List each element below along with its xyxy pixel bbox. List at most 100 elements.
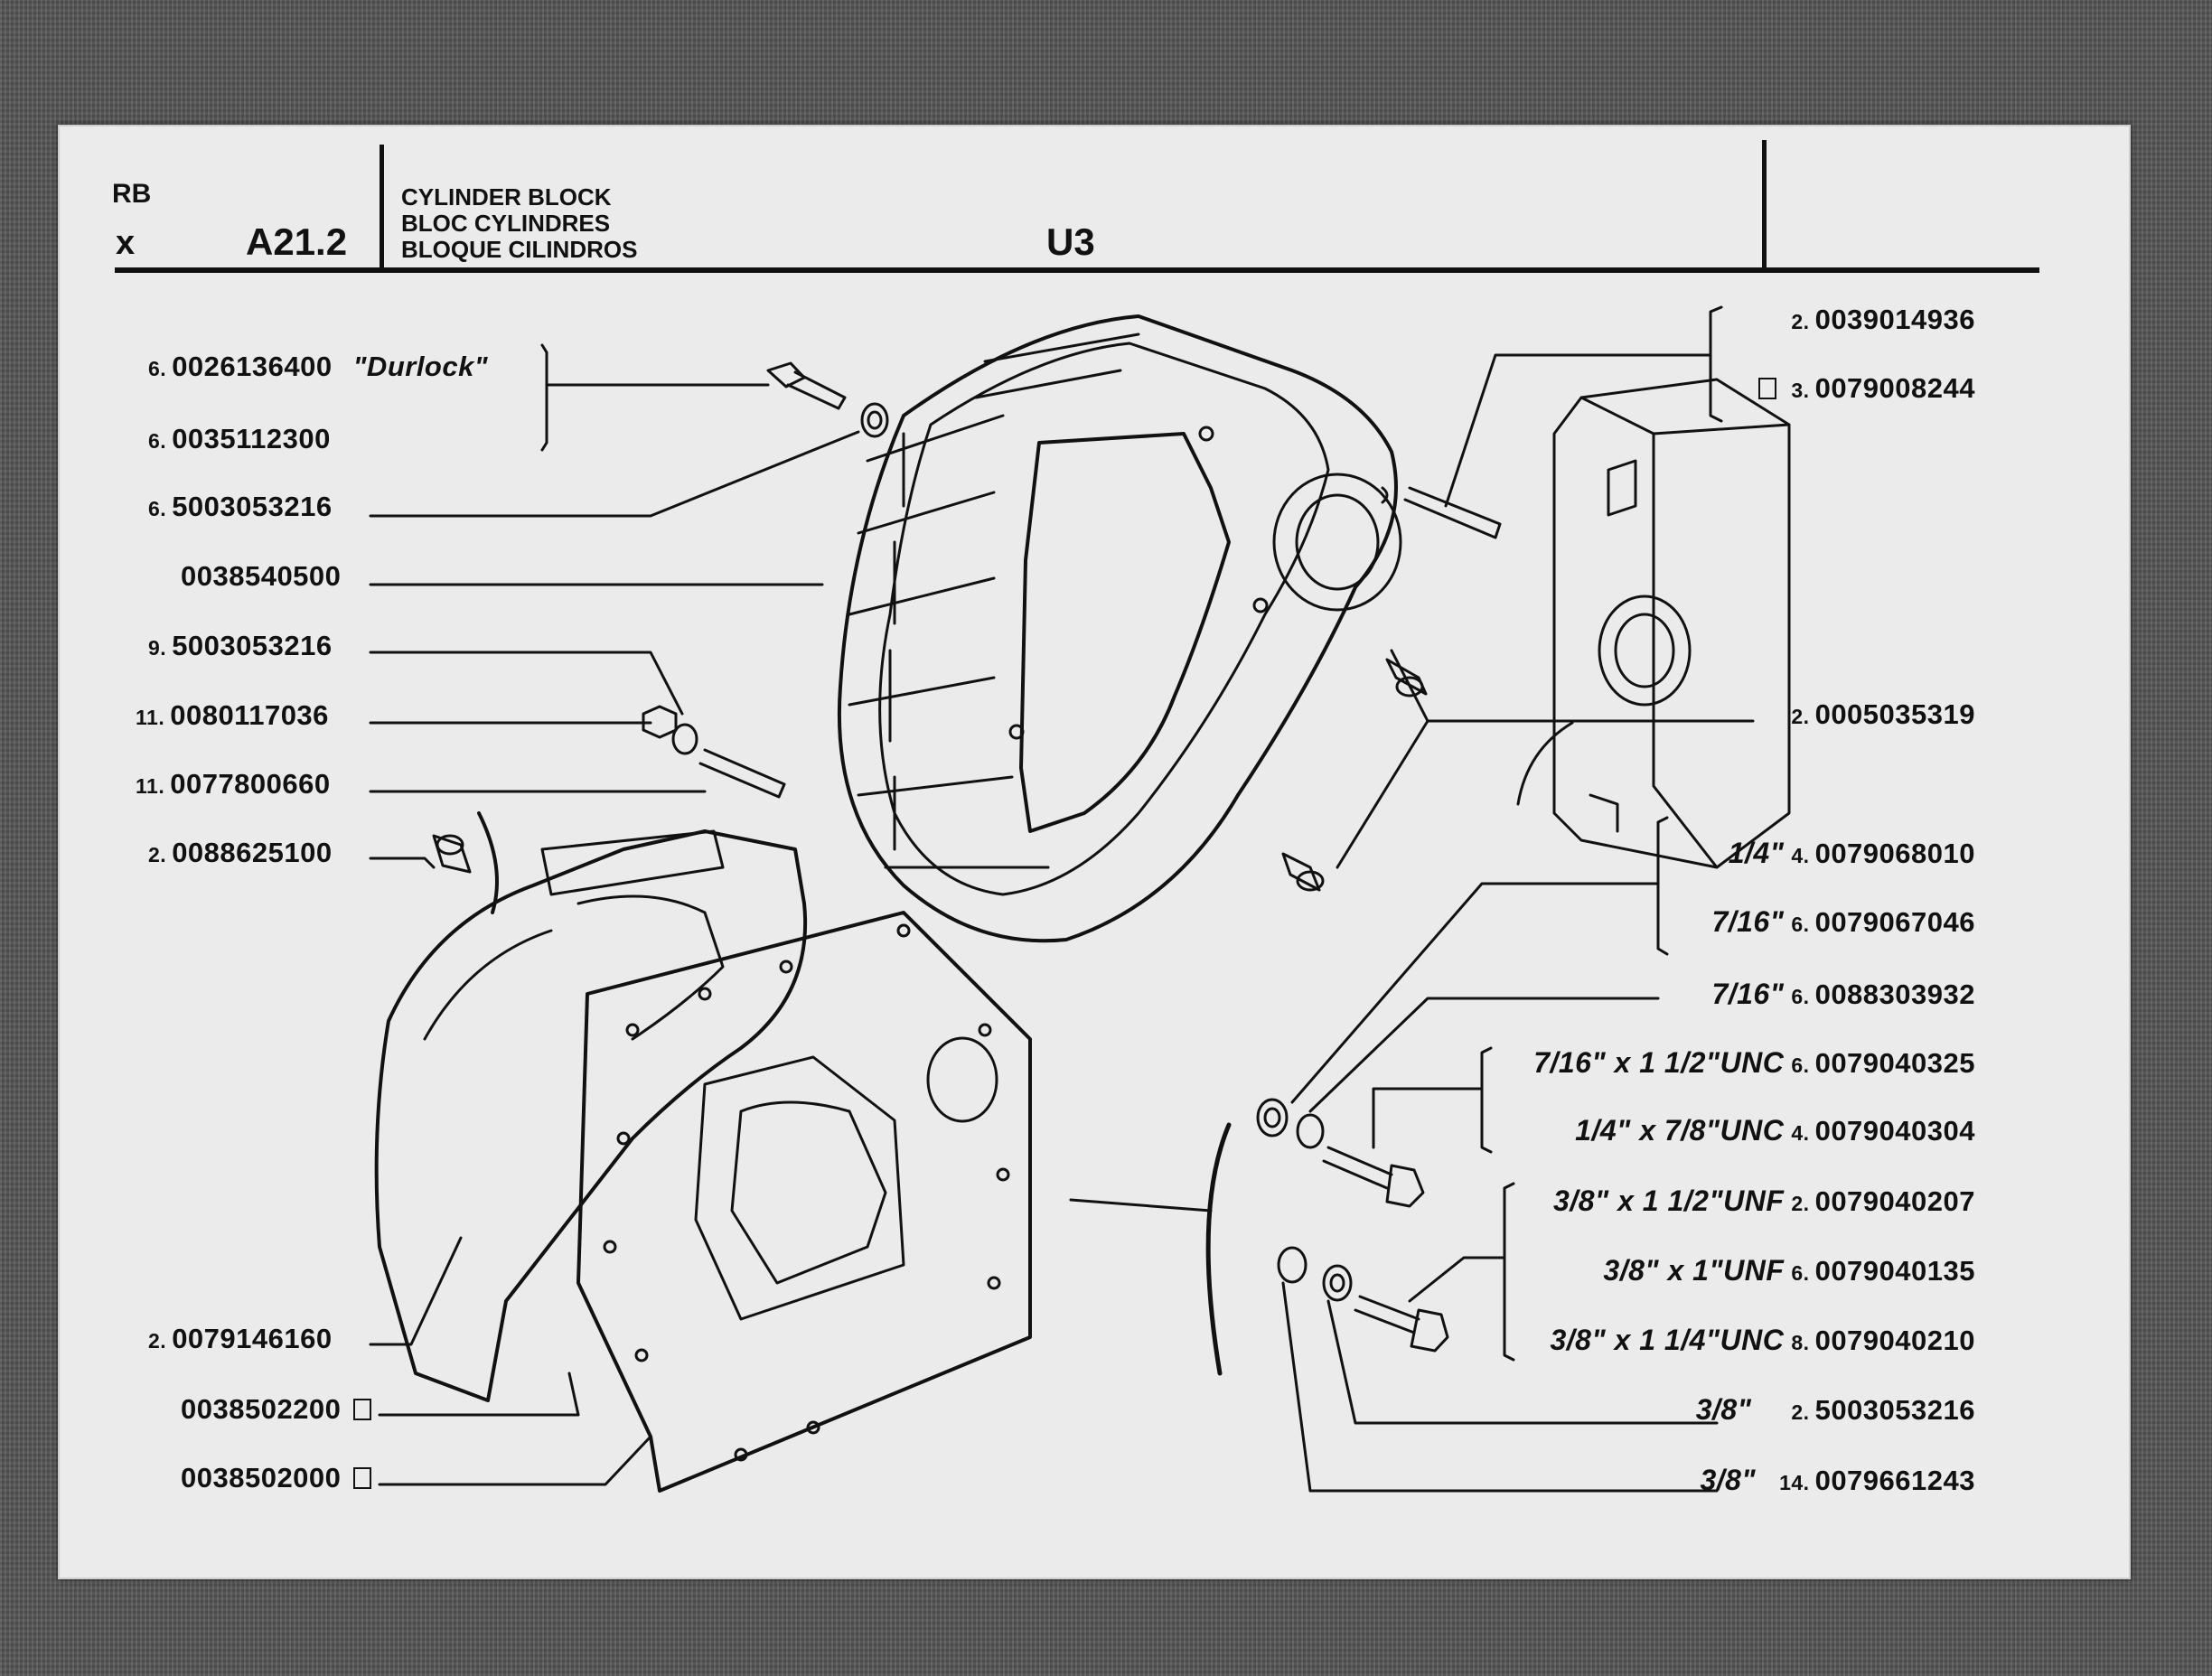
header-title-fr: BLOC CYLINDRES — [401, 210, 611, 237]
part-number: 0079040210 — [1814, 1325, 1975, 1356]
right-part-1: 2.0039014936 — [1787, 304, 1975, 336]
qty: 6. — [148, 429, 167, 453]
qty: 11. — [136, 774, 165, 798]
kit-icon — [1758, 378, 1777, 399]
part-number: 0079146160 — [172, 1323, 333, 1354]
size: 3/8" x 1 1/4"UNC — [1550, 1324, 1785, 1356]
part-number: 0079661243 — [1814, 1465, 1975, 1496]
kit-icon — [353, 1399, 372, 1420]
qty: 2. — [1791, 705, 1810, 728]
parts-sheet — [58, 125, 2131, 1579]
part-number: 0079040325 — [1814, 1047, 1975, 1079]
qty: 2. — [148, 843, 167, 866]
left-part-7: 11.0077800660 — [136, 768, 331, 801]
left-part-11: 0038502000 — [181, 1462, 382, 1494]
size: 1/4" x 7/8"UNC — [1575, 1114, 1785, 1147]
part-number: 0079067046 — [1814, 906, 1975, 938]
part-number: 0079040207 — [1814, 1185, 1975, 1217]
part-number: 0079040135 — [1814, 1255, 1975, 1287]
qty: 6. — [148, 497, 167, 520]
qty: 11. — [136, 706, 165, 729]
right-part-6: 7/16"6.0088303932 — [1711, 978, 1975, 1011]
part-number: 0038540500 — [181, 560, 342, 592]
qty: 3. — [1791, 379, 1810, 402]
part-number: 0038502200 — [181, 1393, 342, 1425]
qty: 2. — [1791, 1192, 1810, 1215]
part-number: 5003053216 — [172, 630, 333, 661]
left-part-4: 0038540500 — [181, 560, 341, 593]
right-part-11: 3/8" x 1 1/4"UNC 8.0079040210 — [1550, 1324, 1975, 1357]
size: 7/16" — [1711, 905, 1785, 938]
header-divider-right — [1762, 140, 1767, 271]
size: 3/8" x 1"UNF — [1603, 1254, 1785, 1287]
qty: 14. — [1779, 1471, 1810, 1494]
part-number: 0026136400 — [172, 351, 333, 382]
part-number: 0035112300 — [172, 423, 331, 454]
qty: 2. — [1791, 1400, 1810, 1424]
right-part-13: 3/8"14.0079661243 — [1700, 1464, 1975, 1497]
part-note: "Durlock" — [352, 351, 489, 382]
header-ref: A21.2 — [246, 220, 348, 263]
leader-lines-right — [477, 305, 1755, 1493]
header-model: U3 — [1046, 220, 1095, 263]
right-part-3: 2.0005035319 — [1787, 698, 1975, 731]
part-number: 0080117036 — [170, 699, 329, 731]
part-number: 0088303932 — [1814, 978, 1975, 1010]
part-number: 0079040304 — [1814, 1115, 1975, 1147]
flywheel-housing — [837, 314, 1402, 943]
left-part-10: 0038502200 — [181, 1393, 382, 1426]
left-part-1: 6.0026136400 "Durlock" — [148, 351, 493, 383]
header-code-top: RB — [112, 179, 152, 209]
engine-block — [1516, 378, 1791, 869]
qty: 2. — [1791, 310, 1810, 333]
header-rule — [115, 267, 2039, 273]
part-number: 5003053216 — [172, 491, 333, 522]
qty: 6. — [1791, 913, 1810, 936]
stud-top-right — [1381, 486, 1502, 539]
part-number: 0088625100 — [172, 837, 333, 868]
dowel-pins — [432, 658, 1428, 892]
qty: 9. — [148, 636, 167, 660]
part-number: 0079008244 — [1814, 372, 1975, 404]
qty: 6. — [1791, 1053, 1810, 1077]
qty: 4. — [1791, 1121, 1810, 1145]
nut-washer-stud — [642, 705, 786, 799]
header-code-bottom: x — [116, 224, 136, 262]
size: 3/8" x 1 1/2"UNF — [1553, 1184, 1785, 1217]
left-part-8: 2.0088625100 — [148, 837, 333, 869]
left-part-6: 11.0080117036 — [136, 699, 329, 732]
qty: 6. — [1791, 1261, 1810, 1285]
part-number: 0079068010 — [1814, 838, 1975, 869]
qty: 4. — [1791, 844, 1810, 867]
qty: 6. — [148, 357, 167, 380]
right-part-2: 3.0079008244 — [1758, 372, 1975, 405]
header-title-es: BLOQUE CILINDROS — [401, 236, 638, 263]
right-part-9: 3/8" x 1 1/2"UNF 2.0079040207 — [1553, 1184, 1975, 1218]
right-part-12: 3/8" 2.5003053216 — [1696, 1393, 1975, 1427]
size: 7/16" — [1711, 978, 1785, 1010]
kit-icon — [353, 1467, 372, 1489]
part-number: 5003053216 — [1814, 1394, 1975, 1426]
left-part-9: 2.0079146160 — [148, 1323, 333, 1355]
left-part-2: 6.0035112300 — [148, 423, 331, 455]
size: 3/8" — [1695, 1393, 1752, 1426]
left-part-5: 9.5003053216 — [148, 630, 333, 662]
washers-bolts — [1256, 1098, 1449, 1353]
qty: 2. — [148, 1329, 167, 1353]
part-number: 0077800660 — [170, 768, 331, 800]
part-number: 0038502000 — [181, 1462, 342, 1493]
header-divider-left — [380, 145, 384, 271]
bolt-top — [766, 361, 889, 438]
size: 7/16" x 1 1/2"UNC — [1533, 1046, 1785, 1079]
part-number: 0005035319 — [1814, 698, 1975, 730]
header-title-en: CYLINDER BLOCK — [401, 183, 612, 211]
leader-lines-left — [369, 343, 860, 1486]
adapter-housing — [374, 829, 1032, 1493]
left-part-3: 6.5003053216 — [148, 491, 333, 523]
part-number: 0039014936 — [1814, 304, 1975, 335]
qty: 8. — [1791, 1331, 1810, 1354]
